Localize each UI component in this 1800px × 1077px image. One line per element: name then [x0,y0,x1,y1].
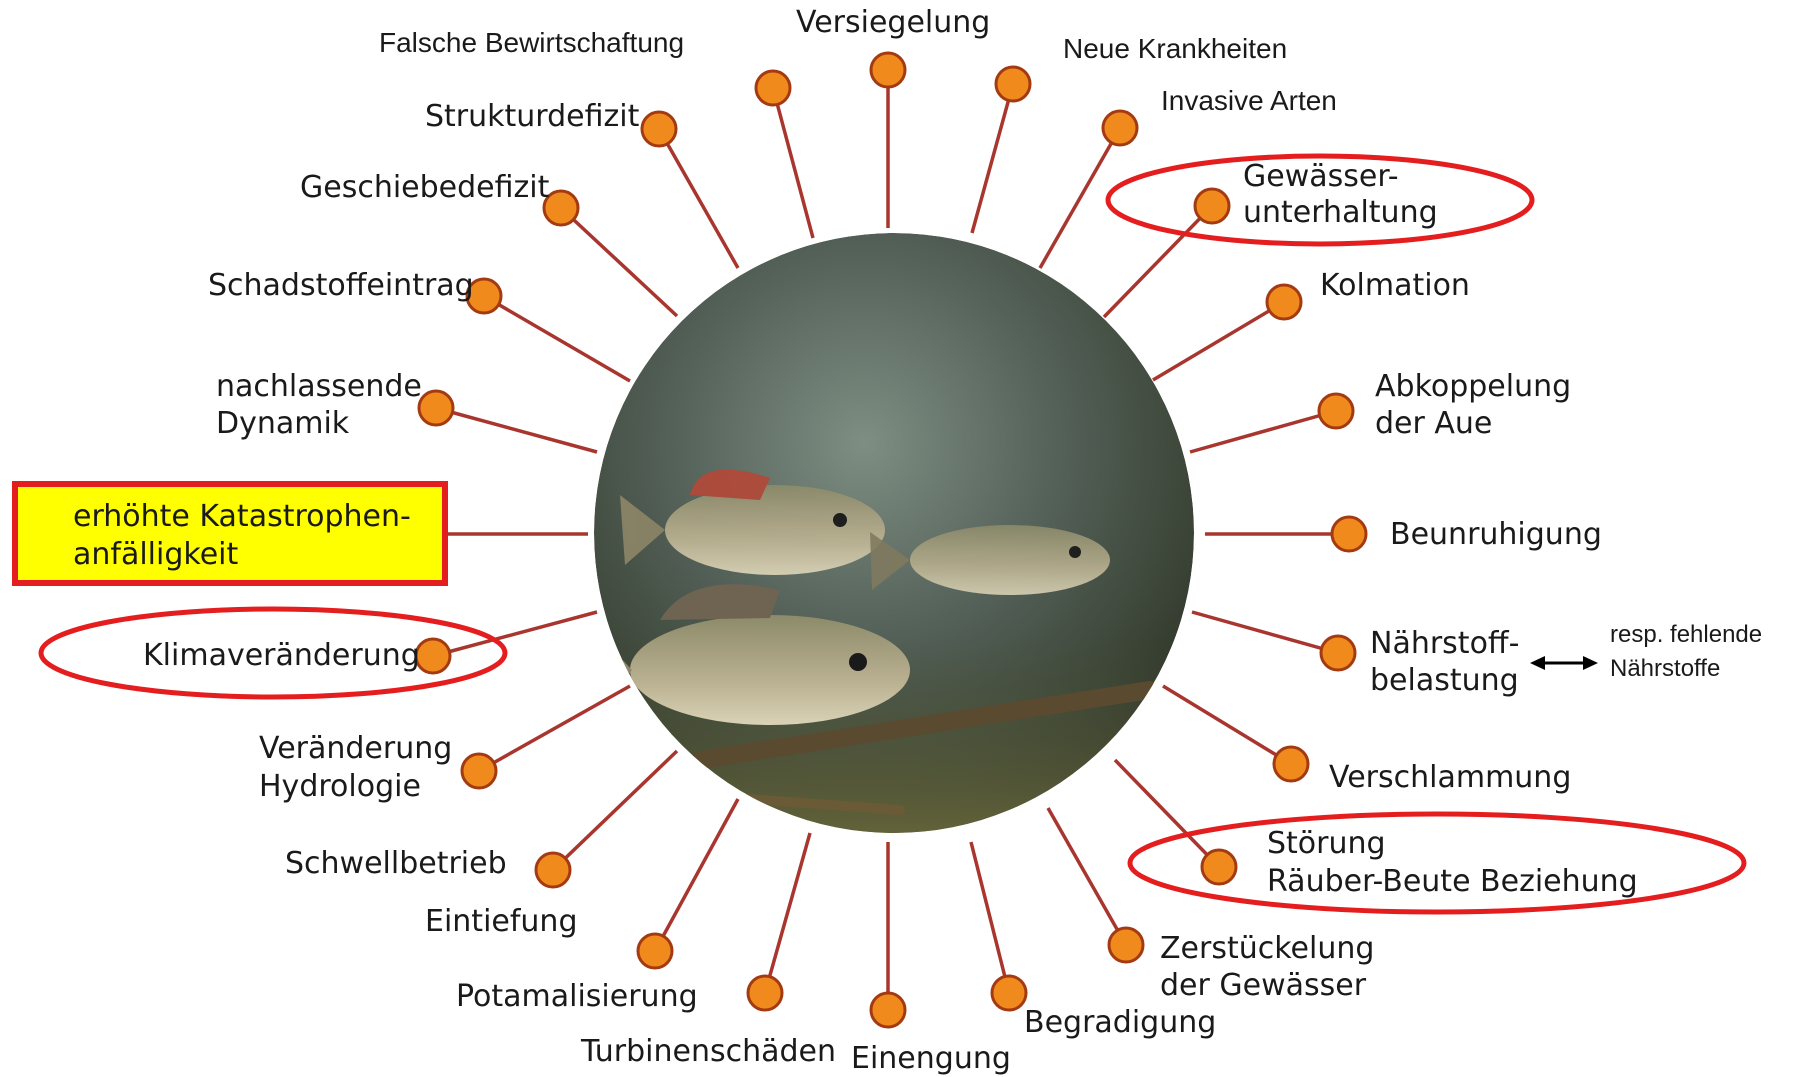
label-turbinenschaeden: Turbinenschäden [581,1034,836,1070]
spoke-verschlammung [1163,686,1291,764]
node-abkoppelung [1319,394,1353,428]
spoke-invasive-arten [1040,128,1120,268]
spoke-falsche-bewirtschaftung [773,88,813,238]
node-potamalisierung [748,976,782,1010]
label-begradigung: Begradigung [1024,1005,1216,1041]
label-veraenderung-2: Hydrologie [259,769,421,805]
label-kolmation: Kolmation [1320,268,1470,304]
spoke-kolmation [1153,302,1284,380]
label-klimaveraenderung: Klimaveränderung [143,638,420,674]
label-verschlammung: Verschlammung [1329,760,1571,796]
label-abkoppelung-2: der Aue [1375,406,1492,442]
label-falsche-bewirtschaftung: Falsche Bewirtschaftung [379,25,684,61]
node-beunruhigung [1332,517,1366,551]
node-naehrstoff [1321,636,1355,670]
node-strukturdefizit [642,112,676,146]
label-katastrophen-1: erhöhte Katastrophen- [73,499,411,535]
label-resp-1: resp. fehlende [1610,620,1762,650]
node-kolmation [1267,285,1301,319]
label-stoerung-1: Störung [1267,826,1386,862]
label-naehrstoff-2: belastung [1370,663,1519,699]
label-geschiebedefizit: Geschiebedefizit [300,170,549,206]
label-invasive-arten: Invasive Arten [1161,83,1337,119]
spoke-potamalisierung [765,833,810,993]
label-beunruhigung: Beunruhigung [1390,517,1602,553]
node-gewaesserunterhaltung [1195,189,1229,223]
node-eintiefung [638,934,672,968]
node-klima [416,639,450,673]
label-strukturdefizit: Strukturdefizit [425,99,639,135]
spoke-klima [433,612,597,656]
label-nachlassende-2: Dynamik [216,406,349,442]
label-stoerung-2: Räuber-Beute Beziehung [1267,864,1638,900]
spoke-zerstueckelung [1048,808,1126,945]
spoke-schwellbetrieb [553,751,677,870]
label-resp-2: Nährstoffe [1610,654,1720,684]
spoke-strukturdefizit [659,129,738,268]
label-gewaesser-1: Gewässer- [1243,159,1399,195]
node-zerstueckelung [1109,928,1143,962]
node-falsche-bewirtschaftung [756,71,790,105]
spoke-abkoppelung [1190,411,1336,452]
label-neue-krankheiten: Neue Krankheiten [1063,31,1287,67]
label-zerstueckelung-2: der Gewässer [1160,968,1366,1004]
spoke-schadstoffeintrag [484,296,630,381]
spoke-veraenderung [479,686,630,771]
label-naehrstoff-1: Nährstoff- [1370,626,1519,662]
node-verschlammung [1274,747,1308,781]
label-versiegelung: Versiegelung [796,5,990,41]
label-potamalisierung: Potamalisierung [456,979,698,1015]
label-eintiefung: Eintiefung [425,904,578,940]
label-gewaesser-2: unterhaltung [1243,195,1438,231]
label-schadstoffeintrag: Schadstoffeintrag [208,268,474,304]
node-versiegelung [871,53,905,87]
spoke-neue-krankheiten [972,84,1013,233]
label-zerstueckelung-1: Zerstückelung [1160,931,1374,967]
label-veraenderung-1: Veränderung [259,731,452,767]
spoke-nachlassende [436,408,597,452]
label-abkoppelung-1: Abkoppelung [1375,369,1571,405]
node-schwellbetrieb [536,853,570,887]
label-nachlassende-1: nachlassende [216,369,422,405]
spoke-gewaesserunterhaltung [1104,206,1212,317]
label-katastrophen-2: anfälligkeit [73,537,238,573]
fish-photo [594,233,1194,840]
node-stoerung [1202,850,1236,884]
spoke-geschiebedefizit [561,208,677,316]
spoke-begradigung [971,842,1009,993]
spoke-naehrstoff [1192,612,1338,653]
node-nachlassende [419,391,453,425]
node-neue-krankheiten [996,67,1030,101]
node-begradigung [992,976,1026,1010]
spoke-eintiefung [655,799,738,951]
label-schwellbetrieb: Schwellbetrieb [285,846,507,882]
node-turbinenschaeden [871,993,905,1027]
node-veraenderung [462,754,496,788]
spoke-stoerung [1115,760,1219,867]
node-invasive-arten [1103,111,1137,145]
